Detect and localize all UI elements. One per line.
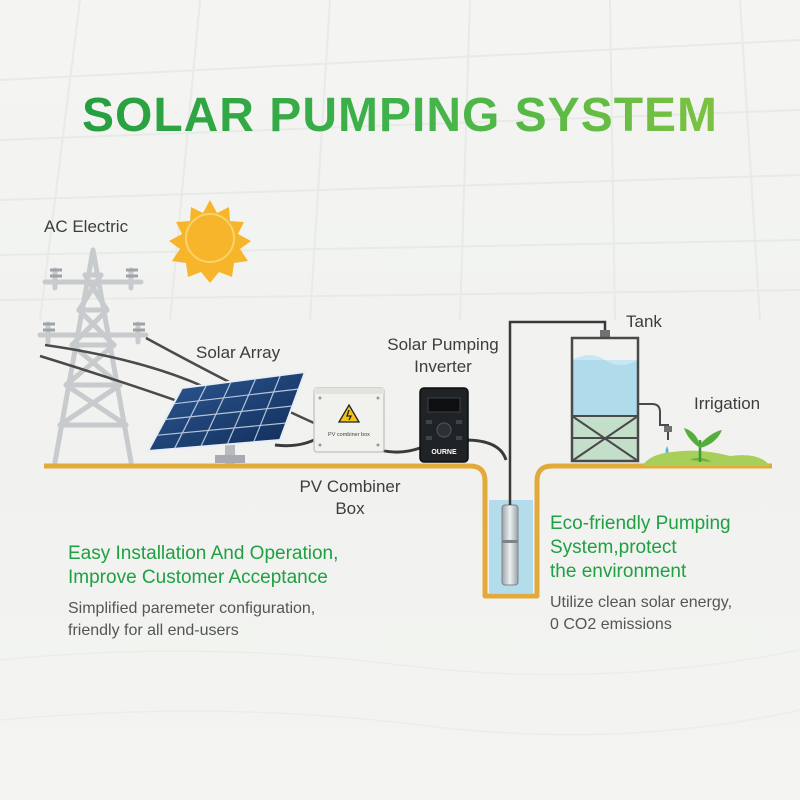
label-combiner-line1: PV Combiner <box>299 477 401 496</box>
label-irrigation: Irrigation <box>694 394 761 413</box>
label-pv-combiner-box: PV Combiner Box <box>288 476 412 520</box>
dc-cables <box>274 436 508 461</box>
warning-icon <box>337 403 361 423</box>
page-title: SOLAR PUMPING SYSTEM <box>0 88 800 143</box>
insulator-icon <box>43 268 145 332</box>
sun-icon <box>169 200 251 283</box>
feature-right-body: Utilize clean solar energy, 0 CO2 emissi… <box>550 594 733 633</box>
feature-right-heading: Eco-friendly Pumping System,protect the … <box>550 513 731 582</box>
solar-pumping-inverter-icon: OURNE <box>419 387 469 463</box>
feature-left-body: Simplified paremeter configuration, frie… <box>68 600 316 639</box>
label-solar-array: Solar Array <box>196 343 281 362</box>
label-tank: Tank <box>626 312 662 331</box>
label-solar-pumping-inverter: Solar Pumping Inverter <box>372 334 514 378</box>
combiner-box-text: PV combiner box <box>328 432 370 438</box>
label-inverter-line1: Solar Pumping <box>387 335 499 354</box>
pv-combiner-box-icon: PV combiner box <box>313 387 385 453</box>
submersible-pump-icon <box>501 504 519 586</box>
inverter-brand: OURNE <box>431 449 457 456</box>
irrigation-plant-icon <box>642 428 770 466</box>
label-inverter-line2: Inverter <box>414 357 472 376</box>
label-ac-electric: AC Electric <box>44 217 129 236</box>
water-tank-icon <box>570 336 672 463</box>
transmission-tower-icon <box>37 247 149 465</box>
label-combiner-line2: Box <box>335 499 365 518</box>
pipe-valve <box>600 330 610 338</box>
solar-array-icon <box>146 370 307 464</box>
feature-left-heading: Easy Installation And Operation, Improve… <box>68 543 339 588</box>
